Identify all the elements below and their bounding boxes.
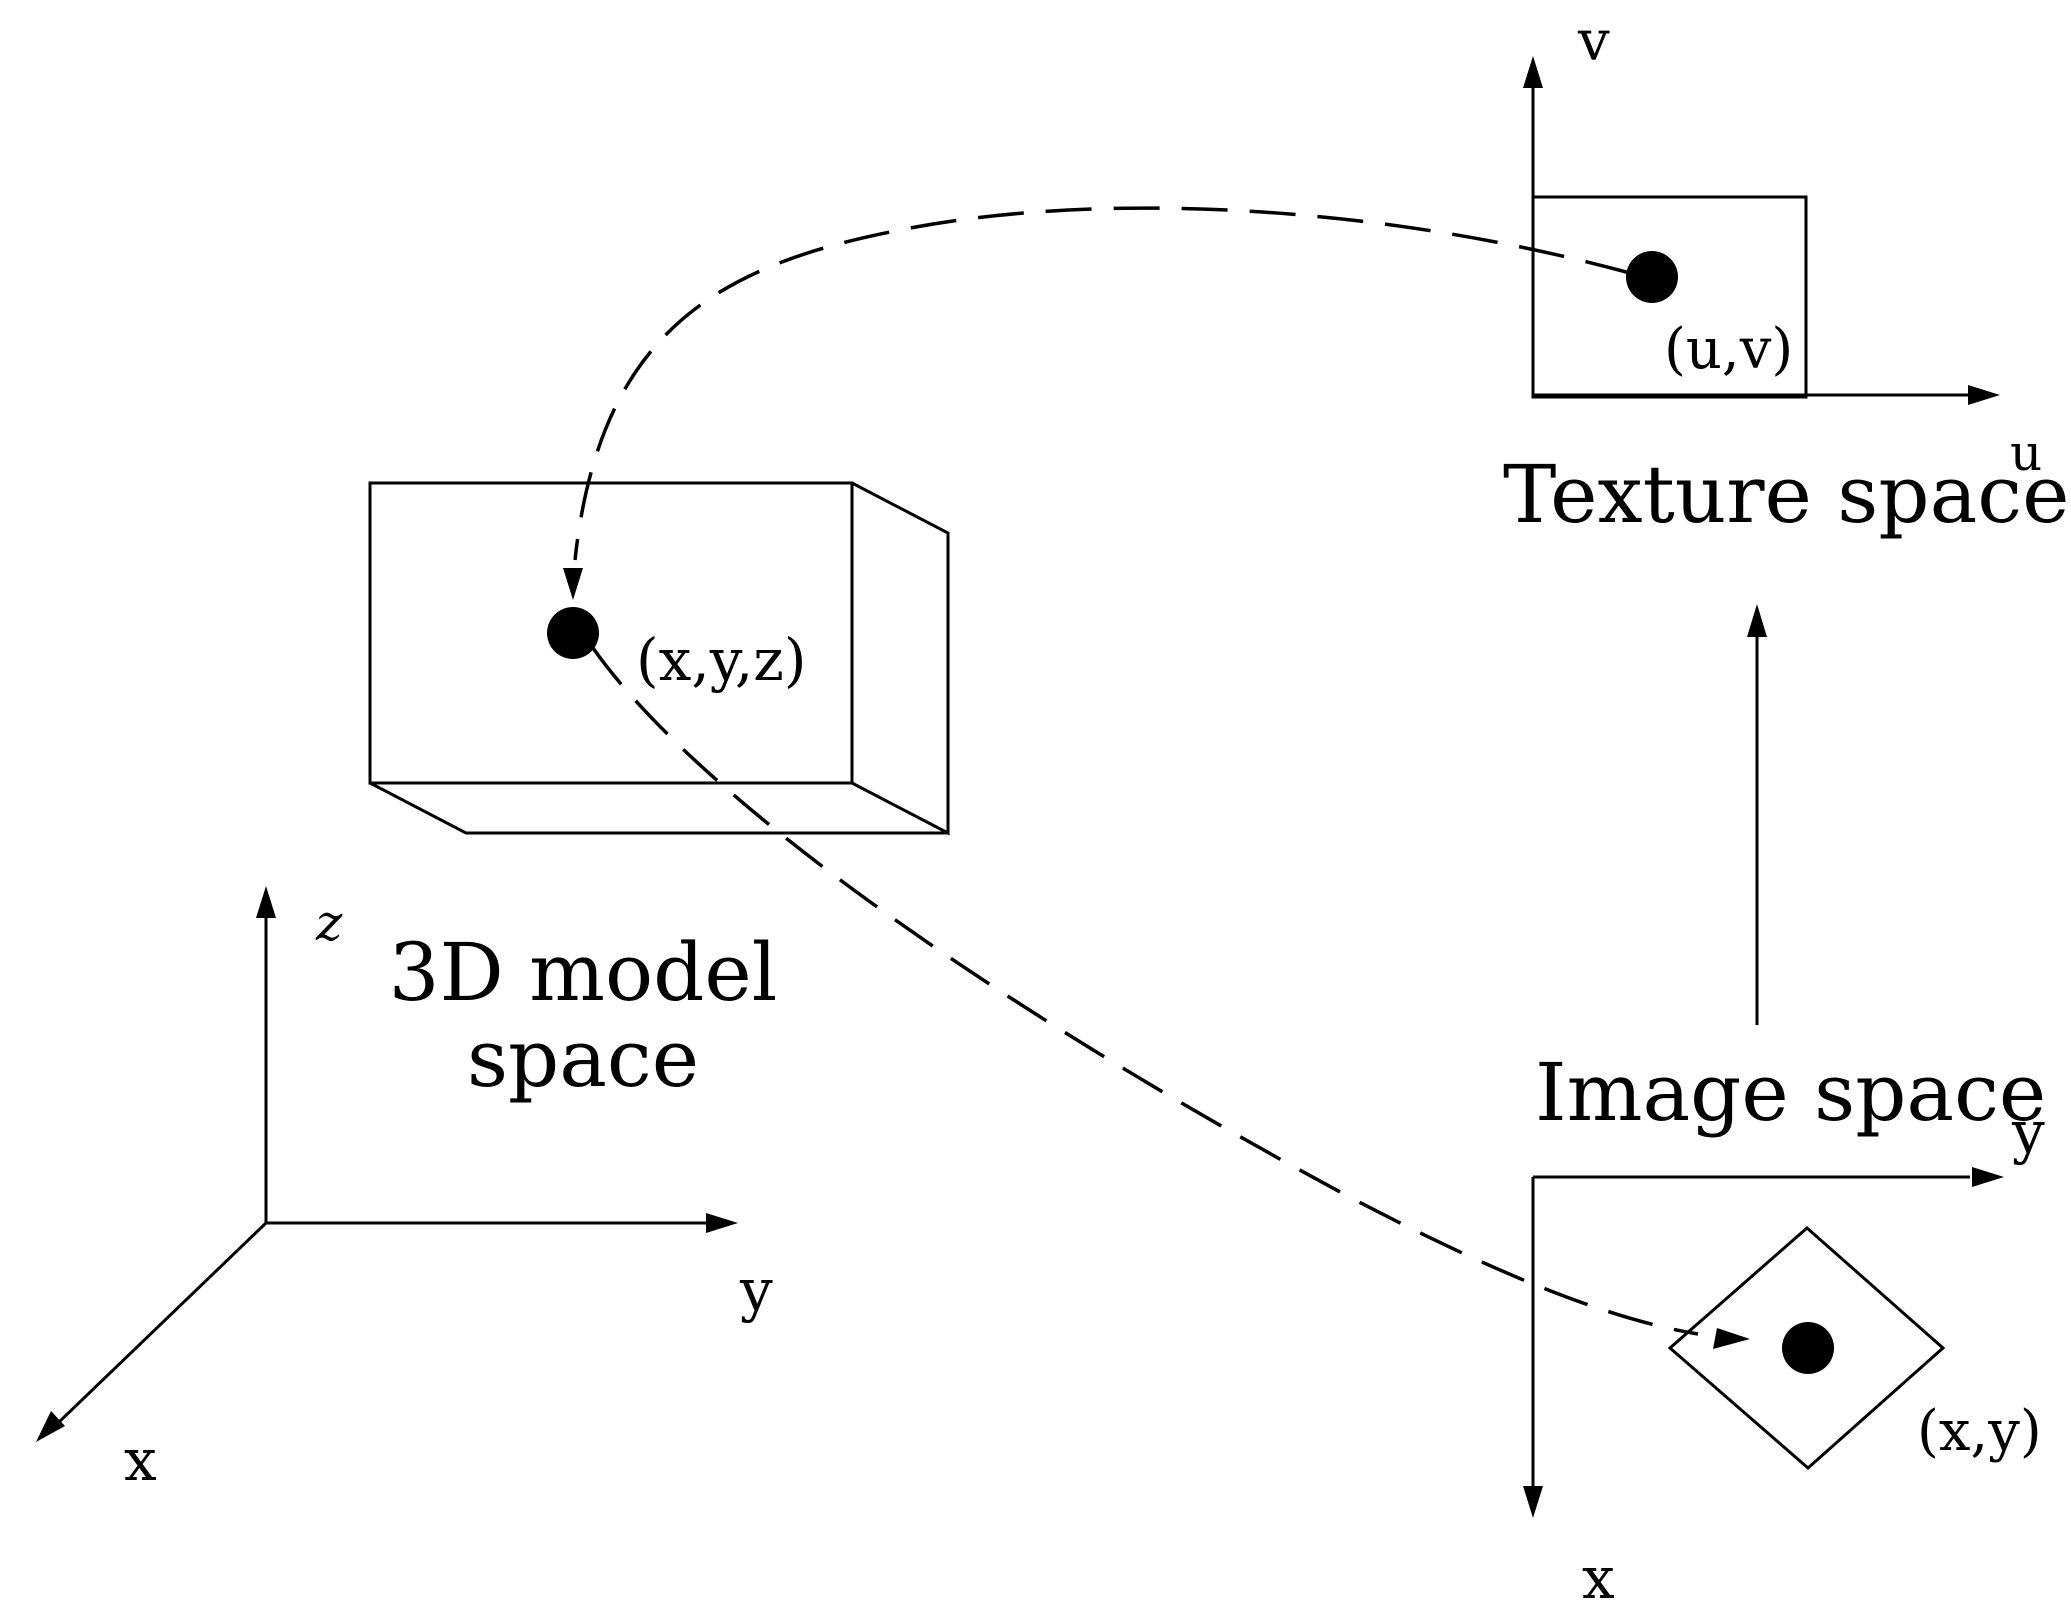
texture-axis-u-label: u xyxy=(2010,424,2042,482)
model-point xyxy=(547,607,599,659)
texture-axis-v-arrowhead xyxy=(1523,56,1543,88)
image-axis-x-label: x xyxy=(1582,1544,1615,1612)
model-space-title-line1: 3D model xyxy=(389,926,778,1019)
model-space-title-line2: space xyxy=(467,1012,699,1105)
texture-point xyxy=(1626,251,1678,303)
model-axes xyxy=(36,886,738,1442)
image-to-texture-arrow xyxy=(1747,604,1767,1025)
model-axis-y-label: y xyxy=(739,1256,773,1324)
model-box-front-face xyxy=(368,481,854,785)
model-axis-x-arrowhead xyxy=(36,1411,65,1442)
model-to-image-dashed-curve xyxy=(591,646,1699,1336)
model-point-label: (x,y,z) xyxy=(636,626,806,694)
texture-to-model-arrowhead xyxy=(563,568,583,600)
texture-space-title: Texture space xyxy=(1503,448,2069,541)
model-axis-z-label: z xyxy=(315,894,343,952)
model-axis-z-arrowhead xyxy=(256,886,276,918)
image-axis-x-arrowhead xyxy=(1523,1486,1543,1518)
model-box xyxy=(368,481,950,836)
texture-axis-v-label: v xyxy=(1577,9,1610,74)
model-box-right-face xyxy=(851,481,950,836)
image-point-label: (x,y) xyxy=(1917,1399,2042,1464)
model-axis-x-line xyxy=(56,1221,268,1425)
image-space-title: Image space xyxy=(1535,1046,2046,1139)
image-diamond xyxy=(1667,1226,1946,1470)
texture-point-label: (u,v) xyxy=(1664,317,1793,382)
image-point xyxy=(1782,1322,1834,1374)
model-axis-x-label: x xyxy=(124,1426,157,1494)
texture-axis-u-arrowhead xyxy=(1968,385,2000,405)
image-to-texture-arrowhead xyxy=(1747,604,1767,637)
image-axes xyxy=(1523,1167,2004,1518)
image-axis-y-arrowhead xyxy=(1972,1167,2004,1187)
model-to-image-arrowhead xyxy=(1713,1328,1750,1349)
texture-to-model-dashed-curve xyxy=(573,206,1631,561)
image-axis-y-label: y xyxy=(2011,1098,2045,1166)
model-axis-y-arrowhead xyxy=(706,1213,738,1233)
model-box-bottom-face xyxy=(369,781,948,835)
texture-square xyxy=(1531,195,1808,399)
